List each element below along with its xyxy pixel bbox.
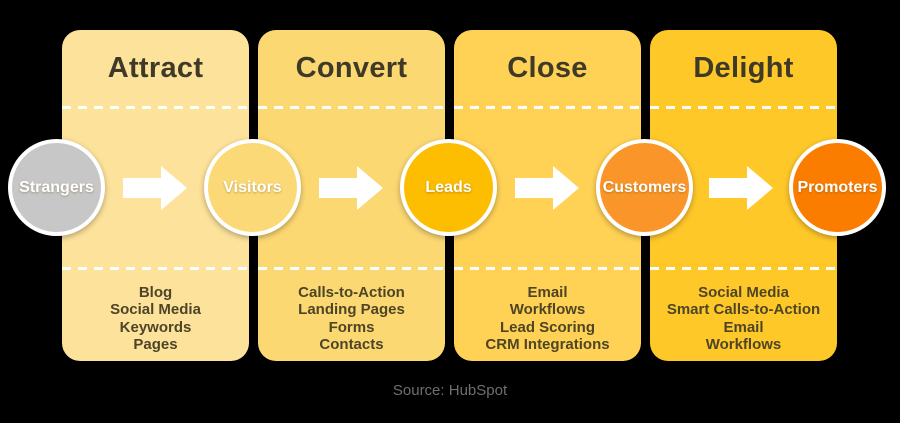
tactic-item: Landing Pages bbox=[298, 301, 405, 318]
tactic-item: Pages bbox=[133, 336, 178, 353]
tactic-item: Email bbox=[723, 318, 764, 336]
dashed-divider-bottom bbox=[258, 267, 445, 270]
tactic-item: Social Media bbox=[110, 301, 201, 318]
tactic-item: Keywords bbox=[119, 318, 192, 336]
tactic-item: Lead Scoring bbox=[499, 318, 596, 336]
audience-circle-customers: Customers bbox=[596, 139, 693, 236]
arrow-right-icon bbox=[319, 166, 383, 210]
tactic-item: Email bbox=[527, 283, 568, 301]
audience-label: Leads bbox=[425, 178, 472, 196]
tactic-item: Forms bbox=[328, 318, 375, 336]
dashed-divider-top bbox=[454, 106, 641, 109]
dashed-divider-top bbox=[258, 106, 445, 109]
stage-title: Attract bbox=[107, 51, 204, 84]
dashed-divider-bottom bbox=[650, 267, 837, 270]
stage-title: Delight bbox=[693, 51, 794, 84]
stage-title: Close bbox=[507, 51, 588, 84]
tactics-list: Email Workflows Lead Scoring CRM Integra… bbox=[454, 271, 641, 361]
arrow-right-icon bbox=[709, 166, 773, 210]
dashed-divider-bottom bbox=[62, 267, 249, 270]
dashed-divider-bottom bbox=[454, 267, 641, 270]
stage-panel-delight: Delight Social Media Smart Calls-to-Acti… bbox=[650, 30, 837, 361]
audience-circle-strangers: Strangers bbox=[8, 139, 105, 236]
stage-title: Convert bbox=[295, 51, 408, 84]
arrow-right-icon bbox=[515, 166, 579, 210]
tactic-item: Contacts bbox=[319, 336, 384, 353]
tactics-list: Calls-to-Action Landing Pages Forms Cont… bbox=[258, 271, 445, 361]
tactics-list: Blog Social Media Keywords Pages bbox=[62, 271, 249, 361]
audience-label: Promoters bbox=[797, 178, 878, 196]
tactic-item: Workflows bbox=[509, 301, 586, 318]
dashed-divider-top bbox=[650, 106, 837, 109]
tactic-item: Blog bbox=[138, 283, 173, 301]
audience-label: Customers bbox=[602, 178, 687, 196]
audience-label: Visitors bbox=[223, 178, 282, 196]
audience-circle-leads: Leads bbox=[400, 139, 497, 236]
dashed-divider-top bbox=[62, 106, 249, 109]
source-caption: Source: HubSpot bbox=[392, 382, 508, 399]
audience-label: Strangers bbox=[19, 178, 94, 196]
audience-circle-promoters: Promoters bbox=[789, 139, 886, 236]
tactic-item: Smart Calls-to-Action bbox=[666, 301, 821, 318]
arrow-right-icon bbox=[123, 166, 187, 210]
tactic-item: Social Media bbox=[698, 283, 789, 301]
audience-circle-visitors: Visitors bbox=[204, 139, 301, 236]
tactic-item: Calls-to-Action bbox=[298, 283, 405, 301]
tactic-item: Workflows bbox=[705, 336, 782, 353]
tactics-list: Social Media Smart Calls-to-Action Email… bbox=[650, 271, 837, 361]
tactic-item: CRM Integrations bbox=[485, 336, 610, 353]
